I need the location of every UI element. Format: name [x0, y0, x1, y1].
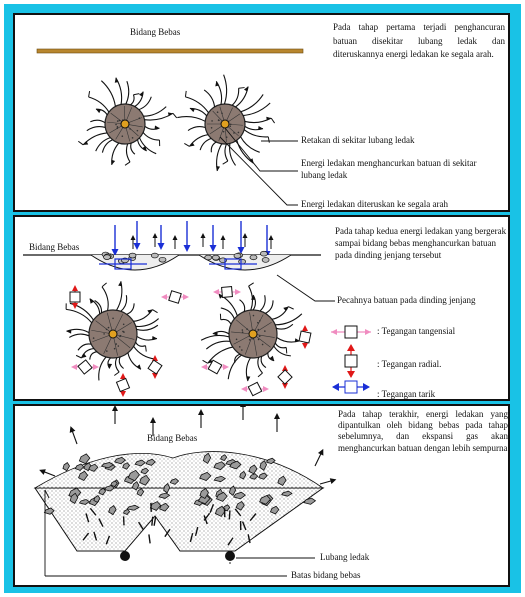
crack-ray [134, 346, 155, 359]
charge-icon [109, 330, 117, 338]
crack-ray [87, 127, 106, 131]
crack-ray [119, 357, 123, 369]
free-surface-label: Bidang Bebas [130, 27, 180, 39]
crack-ray [126, 144, 130, 162]
stage-2-description: Pada tahap kedua energi ledakan yang ber… [335, 225, 507, 261]
legend-tangential: : Tegangan tangensial [377, 326, 455, 338]
panel-stage-3: Bidang Bebas Pada tahap terakhir, energi… [13, 404, 510, 587]
charge-icon [249, 330, 257, 338]
crack-ray [265, 300, 273, 313]
crack-ray [131, 143, 135, 154]
crack-ray [139, 97, 151, 110]
crack-ray [127, 303, 134, 314]
stage-3-description: Pada tahap terakhir, energi ledakan yang… [338, 409, 508, 454]
callout-face-break: Pecahnya batuan pada dinding jenjang [337, 295, 475, 307]
callout-cracks: Retakan di sekitar lubang ledak [301, 135, 414, 147]
radial-stress-icon [345, 344, 357, 378]
crack-ray [221, 308, 235, 319]
crack-ray [116, 358, 120, 372]
free-surface-label: Bidang Bebas [147, 433, 197, 445]
crack-ray [126, 81, 129, 104]
crack-ray [143, 132, 159, 140]
tangential-stress-icon [331, 326, 371, 338]
diagram-frame: Bidang Bebas Pada tahap pertama terjadi … [4, 4, 521, 593]
crack-ray [204, 90, 214, 107]
crack-ray [225, 144, 228, 161]
crack-ray [224, 75, 227, 104]
crack-ray [177, 117, 205, 122]
crack-ray [131, 95, 135, 105]
crack-ray [99, 357, 106, 381]
free-surface-label: Bidang Bebas [29, 242, 79, 254]
crack-ray [136, 342, 146, 346]
crack-ray [102, 287, 108, 311]
crack-ray [102, 140, 112, 153]
blast-hole-right [177, 75, 274, 171]
crack-ray [211, 142, 216, 152]
face-rubble [91, 251, 291, 270]
panel-stage-2: Bidang Bebas Pada tahap kedua energi led… [13, 215, 510, 401]
blast-hole-left [120, 551, 130, 561]
crack-ray [90, 120, 105, 123]
blast-hole-left [78, 78, 176, 166]
crack-ray [90, 352, 97, 360]
callout-crushing: Energi ledakan menghancurkan batuan di s… [301, 158, 496, 181]
crack-ray [261, 356, 266, 367]
crack-ray [258, 357, 263, 373]
crack-ray [200, 138, 211, 150]
crack-ray [201, 335, 229, 340]
crack-ray [206, 341, 230, 349]
blast-hole-right [225, 551, 235, 561]
crack-ray [275, 343, 286, 348]
free-surface-bar [37, 49, 303, 53]
pointer-line-face-break [277, 275, 335, 301]
tensile-stress-icon [332, 381, 370, 393]
crack-ray [244, 130, 268, 137]
crack-ray [275, 314, 302, 325]
crack-ray [188, 127, 205, 131]
stage-1-description: Pada tahap pertama terjadi penghancuran … [333, 21, 505, 62]
crack-ray [66, 309, 92, 322]
legend-radial: : Tegangan radial. [377, 359, 441, 371]
crack-ray [260, 295, 265, 311]
callout-blast-hole: Lubang ledak [320, 552, 369, 564]
crack-ray [69, 334, 89, 337]
incoming-energy-arrows [112, 221, 274, 258]
crack-ray [143, 107, 166, 117]
crack-ray [139, 138, 156, 154]
crack-ray [221, 319, 231, 324]
crack-ray [232, 88, 239, 105]
crack-ray [230, 143, 236, 165]
crack-ray [185, 97, 208, 113]
broken-rock-mass [35, 488, 323, 551]
callout-free-surface-boundary: Batas bidang bebas [291, 570, 360, 582]
charge-icon [121, 120, 129, 128]
crack-ray [101, 81, 115, 107]
crack-ray [240, 300, 245, 312]
charge-icon [221, 120, 229, 128]
legend-tensile: : Tegangan tarik [377, 389, 435, 401]
panel-stage-1: Bidang Bebas Pada tahap pertama terjadi … [13, 13, 510, 212]
callout-energy: Energi ledakan diteruskan ke segala arah [301, 199, 448, 211]
